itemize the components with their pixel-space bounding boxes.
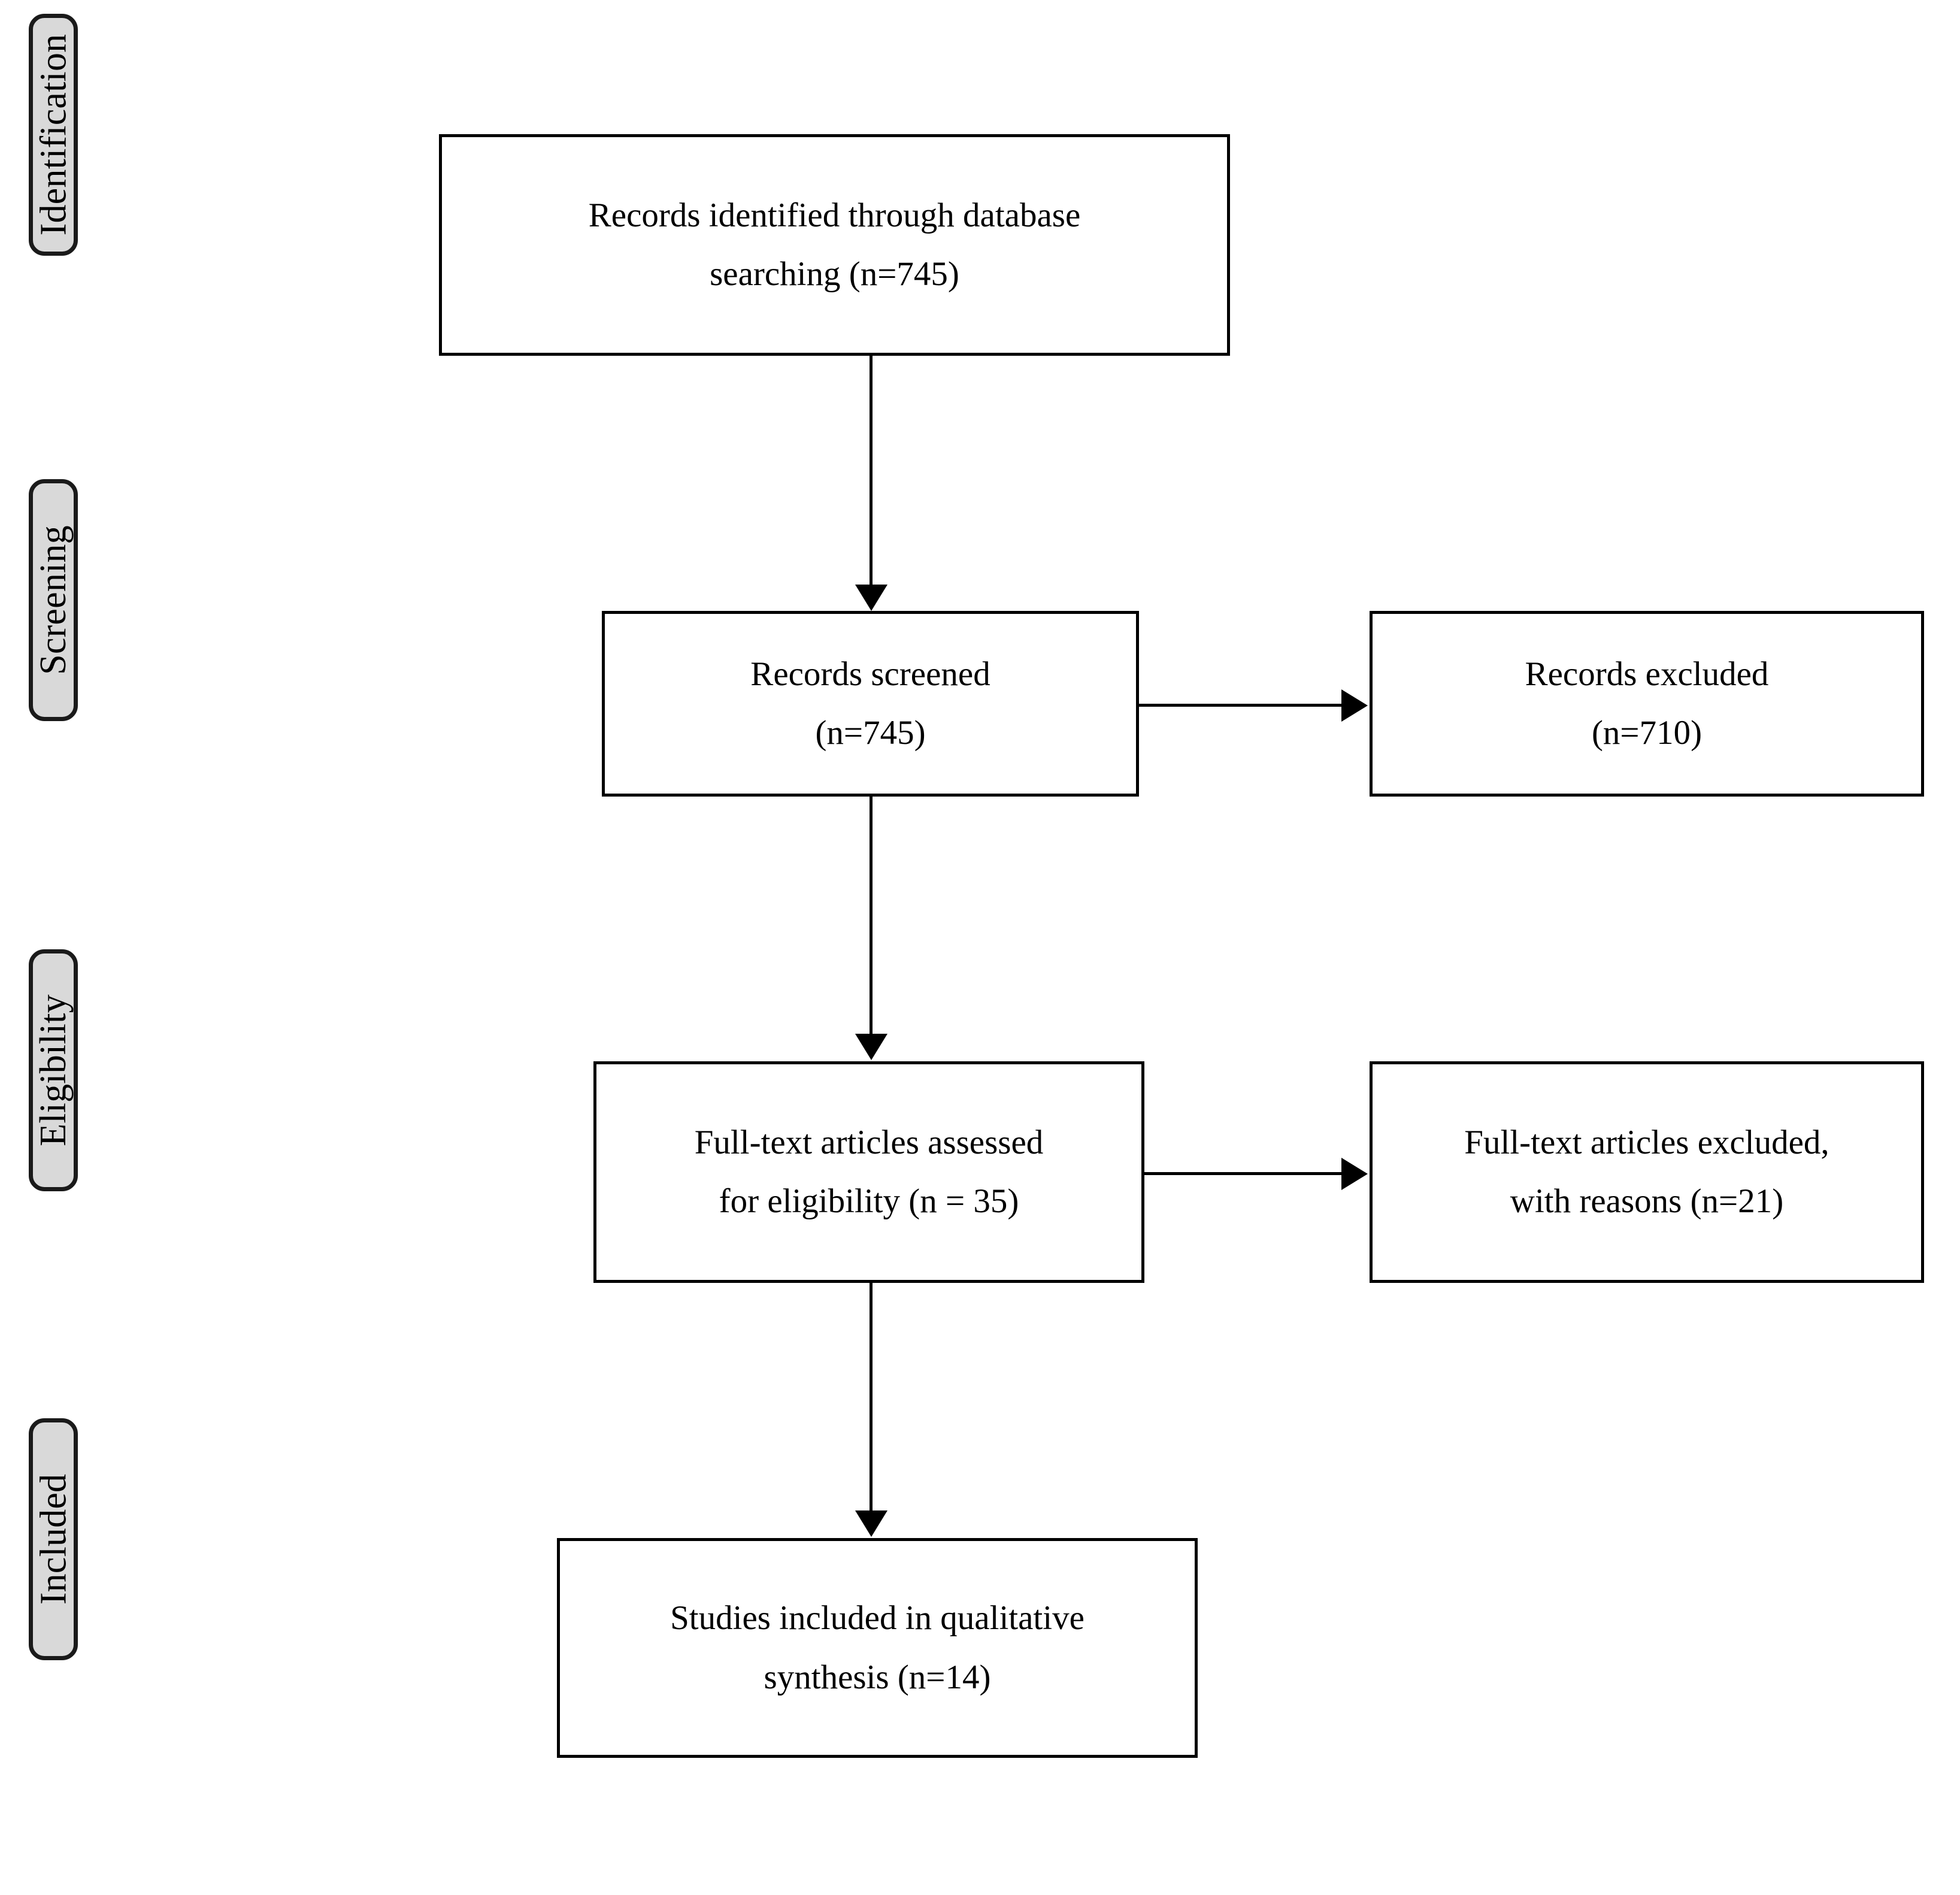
arrow-right-icon-screened-to-records-excluded — [1341, 689, 1368, 722]
flow-box-records-screened: Records screened (n=745) — [602, 611, 1139, 797]
flow-box-records-excluded-line1: Records excluded — [1525, 655, 1769, 693]
arrow-down-icon-screened-to-fulltext — [855, 1034, 887, 1060]
arrow-right-icon-fulltext-to-fulltext-excluded — [1341, 1158, 1368, 1190]
flow-box-fulltext-assessed: Full-text articles assessed for eligibil… — [593, 1061, 1144, 1283]
flow-box-fulltext-excluded: Full-text articles excluded, with reason… — [1370, 1061, 1924, 1283]
flow-box-records-screened-line1: Records screened — [750, 655, 990, 693]
stage-box-eligibility: Eligibility — [29, 949, 78, 1191]
stage-label-eligibility: Eligibility — [33, 994, 74, 1146]
stage-box-included: Included — [29, 1418, 78, 1660]
arrow-down-icon-fulltext-to-included — [855, 1510, 887, 1537]
flow-box-records-excluded-line2: (n=710) — [1591, 714, 1702, 752]
flow-box-fulltext-assessed-line2: for eligibility (n = 35) — [719, 1182, 1019, 1220]
stage-box-screening: Screening — [29, 479, 78, 721]
flow-box-records-identified-line2: searching (n=745) — [710, 255, 959, 293]
flow-box-fulltext-excluded-line2: with reasons (n=21) — [1510, 1182, 1784, 1220]
flow-box-records-excluded: Records excluded (n=710) — [1370, 611, 1924, 797]
flow-box-studies-included: Studies included in qualitative synthesi… — [557, 1538, 1198, 1758]
connector-screened-to-fulltext — [870, 797, 873, 1036]
flow-box-fulltext-excluded-line1: Full-text articles excluded, — [1464, 1123, 1829, 1161]
flow-box-records-screened-line2: (n=745) — [815, 714, 926, 752]
stage-label-identification: Identification — [33, 34, 74, 236]
arrow-down-icon-identified-to-screened — [855, 585, 887, 611]
connector-identified-to-screened — [870, 356, 873, 588]
stage-label-included: Included — [33, 1473, 74, 1605]
flow-box-records-identified-line1: Records identified through database — [588, 196, 1081, 234]
connector-fulltext-to-included — [870, 1283, 873, 1513]
flow-box-records-identified: Records identified through database sear… — [439, 134, 1230, 356]
flow-box-studies-included-line1: Studies included in qualitative — [670, 1599, 1084, 1637]
stage-box-identification: Identification — [29, 14, 78, 256]
connector-fulltext-to-fulltext-excluded — [1144, 1172, 1343, 1175]
connector-screened-to-records-excluded — [1139, 704, 1343, 707]
stage-label-screening: Screening — [33, 525, 74, 675]
flow-box-fulltext-assessed-line1: Full-text articles assessed — [694, 1123, 1044, 1161]
flow-box-studies-included-line2: synthesis (n=14) — [764, 1658, 991, 1696]
